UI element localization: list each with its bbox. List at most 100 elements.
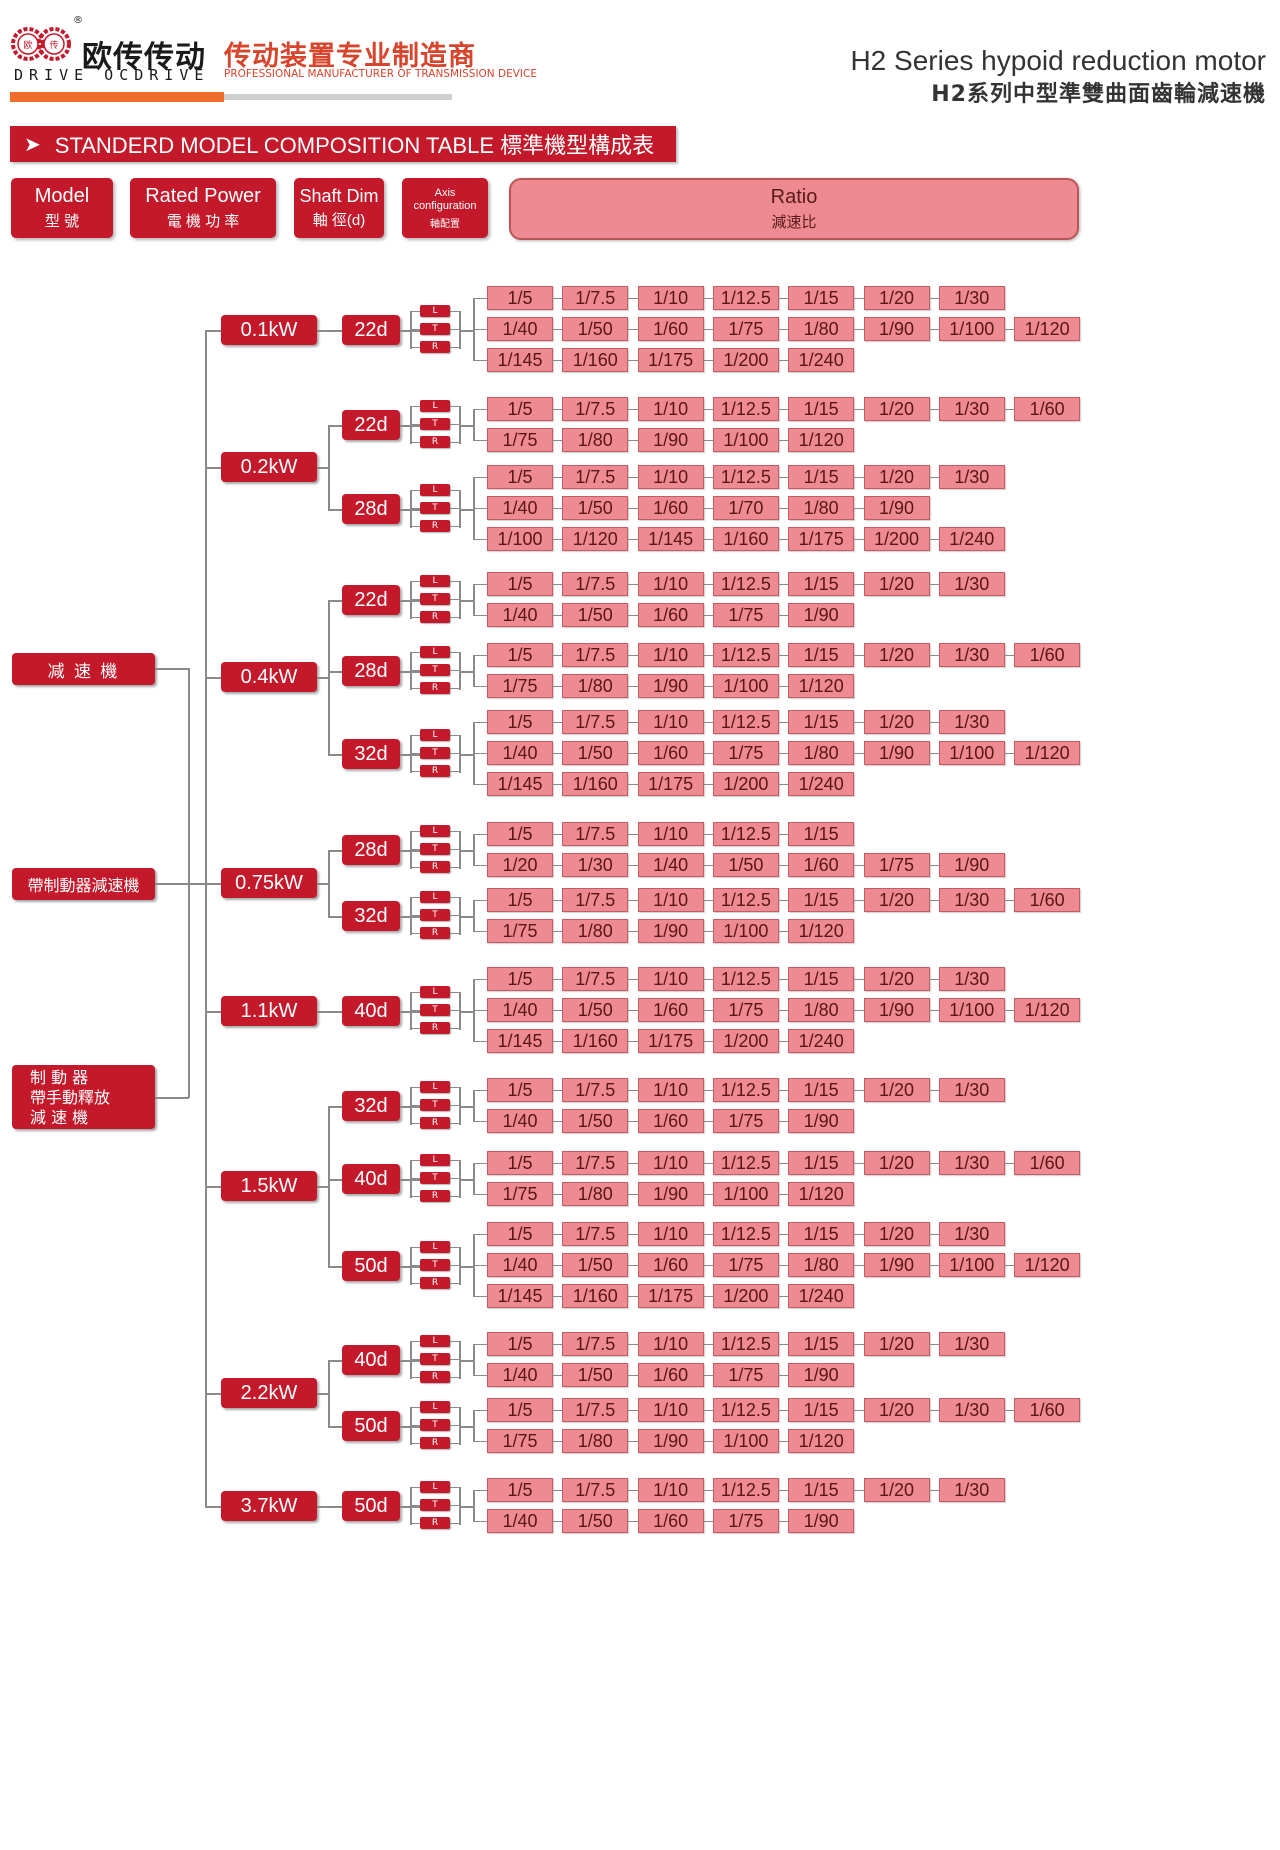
ratio-chain-line — [702, 753, 713, 754]
ratio-cell: 1/15 — [788, 1478, 855, 1502]
ratio-chain-line — [853, 477, 864, 478]
ratio-cell: 1/15 — [788, 572, 855, 596]
ratio-chain-line — [552, 1344, 563, 1345]
ratio-cell: 1/120 — [1014, 317, 1081, 341]
shaft-box: 28d — [342, 656, 400, 686]
ratio-cell: 1/20 — [487, 853, 553, 877]
ratio-chain-line — [778, 1490, 789, 1491]
ratio-cell: 1/10 — [637, 1222, 704, 1246]
power-box: 1.1kW — [221, 996, 317, 1026]
ratio-chain-line — [627, 722, 638, 723]
ratio-chain-line — [627, 865, 638, 866]
ratio-chain-line — [778, 686, 789, 687]
ratio-row-connector — [473, 979, 487, 980]
axis-l-box: L — [420, 575, 450, 587]
ratio-chain-line — [627, 1194, 638, 1195]
ratio-cell: 1/12.5 — [712, 1222, 779, 1246]
ratio-chain-line — [853, 539, 864, 540]
axis-r-box: R — [420, 765, 450, 777]
ratio-cell: 1/160 — [562, 1029, 629, 1053]
ratio-chain-line — [552, 1041, 563, 1042]
power-box: 0.1kW — [221, 315, 317, 345]
axis-tick — [410, 1010, 420, 1011]
ratio-cell: 1/12.5 — [712, 643, 779, 667]
ratio-cell: 1/7.5 — [562, 643, 629, 667]
ratio-cell: 1/30 — [938, 643, 1005, 667]
ratio-cell: 1/10 — [637, 888, 704, 912]
page-title-en: H2 Series hypoid reduction motor — [850, 45, 1266, 76]
ratio-cell: 1/12.5 — [712, 286, 779, 310]
ratio-cell: 1/200 — [863, 527, 930, 551]
ratio-cell: 1/15 — [788, 643, 855, 667]
ratio-cell: 1/7.5 — [562, 822, 629, 846]
shaft-branch — [328, 916, 342, 918]
model-brake-manual-release: 制 動 器 帶手動釋放 減 速 機 — [12, 1065, 155, 1129]
axis-tick — [410, 1283, 420, 1284]
ratio-trunk — [473, 1410, 475, 1442]
ratio-chain-line — [778, 900, 789, 901]
ratio-cell: 1/10 — [637, 397, 704, 421]
ratio-row-connector — [473, 1490, 487, 1491]
ratio-cell: 1/80 — [562, 1182, 629, 1206]
ratio-chain-line — [778, 655, 789, 656]
axis-tick — [410, 1341, 420, 1342]
ratio-row-connector — [473, 865, 487, 866]
ratio-cell: 1/7.5 — [562, 286, 629, 310]
ratio-chain-line — [702, 655, 713, 656]
ratio-cell: 1/10 — [637, 710, 704, 734]
ratio-chain-line — [702, 440, 713, 441]
ratio-chain-line — [552, 900, 563, 901]
axis-tick — [450, 735, 460, 736]
ratio-cell: 1/30 — [938, 967, 1005, 991]
axis-bracket — [410, 1087, 412, 1125]
axis-tick — [410, 1443, 420, 1444]
ratio-cell: 1/80 — [788, 1253, 855, 1277]
ratio-chain-line — [853, 329, 864, 330]
ratio-cell: 1/12.5 — [712, 888, 779, 912]
axis-t-box: T — [420, 1259, 450, 1271]
shaft-branch — [328, 425, 342, 427]
model-reducer: 减 速 機 — [12, 653, 155, 685]
ratio-cell: 1/60 — [637, 603, 704, 627]
ratio-chain-line — [702, 900, 713, 901]
ratio-trunk — [473, 584, 475, 616]
ratio-cell: 1/80 — [562, 919, 629, 943]
axis-tick — [410, 1105, 420, 1106]
axis-t-box: T — [420, 1004, 450, 1016]
ratio-chain-line — [552, 440, 563, 441]
ratio-cell: 1/20 — [863, 1078, 930, 1102]
ratio-chain-line — [928, 722, 939, 723]
ratio-chain-line — [778, 1521, 789, 1522]
ratio-chain-line — [552, 1010, 563, 1011]
axis-l-box: L — [420, 1154, 450, 1166]
axis-t-box: T — [420, 747, 450, 759]
ratio-chain-line — [778, 1296, 789, 1297]
ratio-cell: 1/20 — [863, 1332, 930, 1356]
ratio-cell: 1/60 — [637, 1509, 704, 1533]
ratio-chain-line — [778, 865, 789, 866]
axis-tick — [410, 753, 420, 754]
tagline-zh: 传动装置专业制造商 — [224, 41, 476, 72]
ratio-row-connector — [473, 508, 487, 509]
ratio-cell: 1/80 — [788, 741, 855, 765]
axis-tick — [450, 490, 460, 491]
shaft-branch — [328, 509, 342, 511]
axis-tick — [410, 1407, 420, 1408]
axis-bracket — [410, 1247, 412, 1285]
ratio-cell: 1/20 — [863, 465, 930, 489]
ratio-cell: 1/240 — [788, 772, 855, 796]
axis-tick — [410, 1247, 420, 1248]
ratio-chain-line — [853, 865, 864, 866]
axis-bracket — [410, 311, 412, 349]
shaft-box: 40d — [342, 996, 400, 1026]
ratio-cell: 1/15 — [788, 710, 855, 734]
axis-l-box: L — [420, 1481, 450, 1493]
ratio-cell: 1/80 — [562, 428, 629, 452]
axis-l-box: L — [420, 891, 450, 903]
axis-tick — [450, 670, 460, 671]
ratio-cell: 1/90 — [788, 1363, 855, 1387]
column-header-ratio-zh: 減速比 — [771, 214, 817, 231]
ratio-chain-line — [853, 1344, 864, 1345]
ratio-chain-line — [627, 686, 638, 687]
ratio-chain-line — [627, 1234, 638, 1235]
